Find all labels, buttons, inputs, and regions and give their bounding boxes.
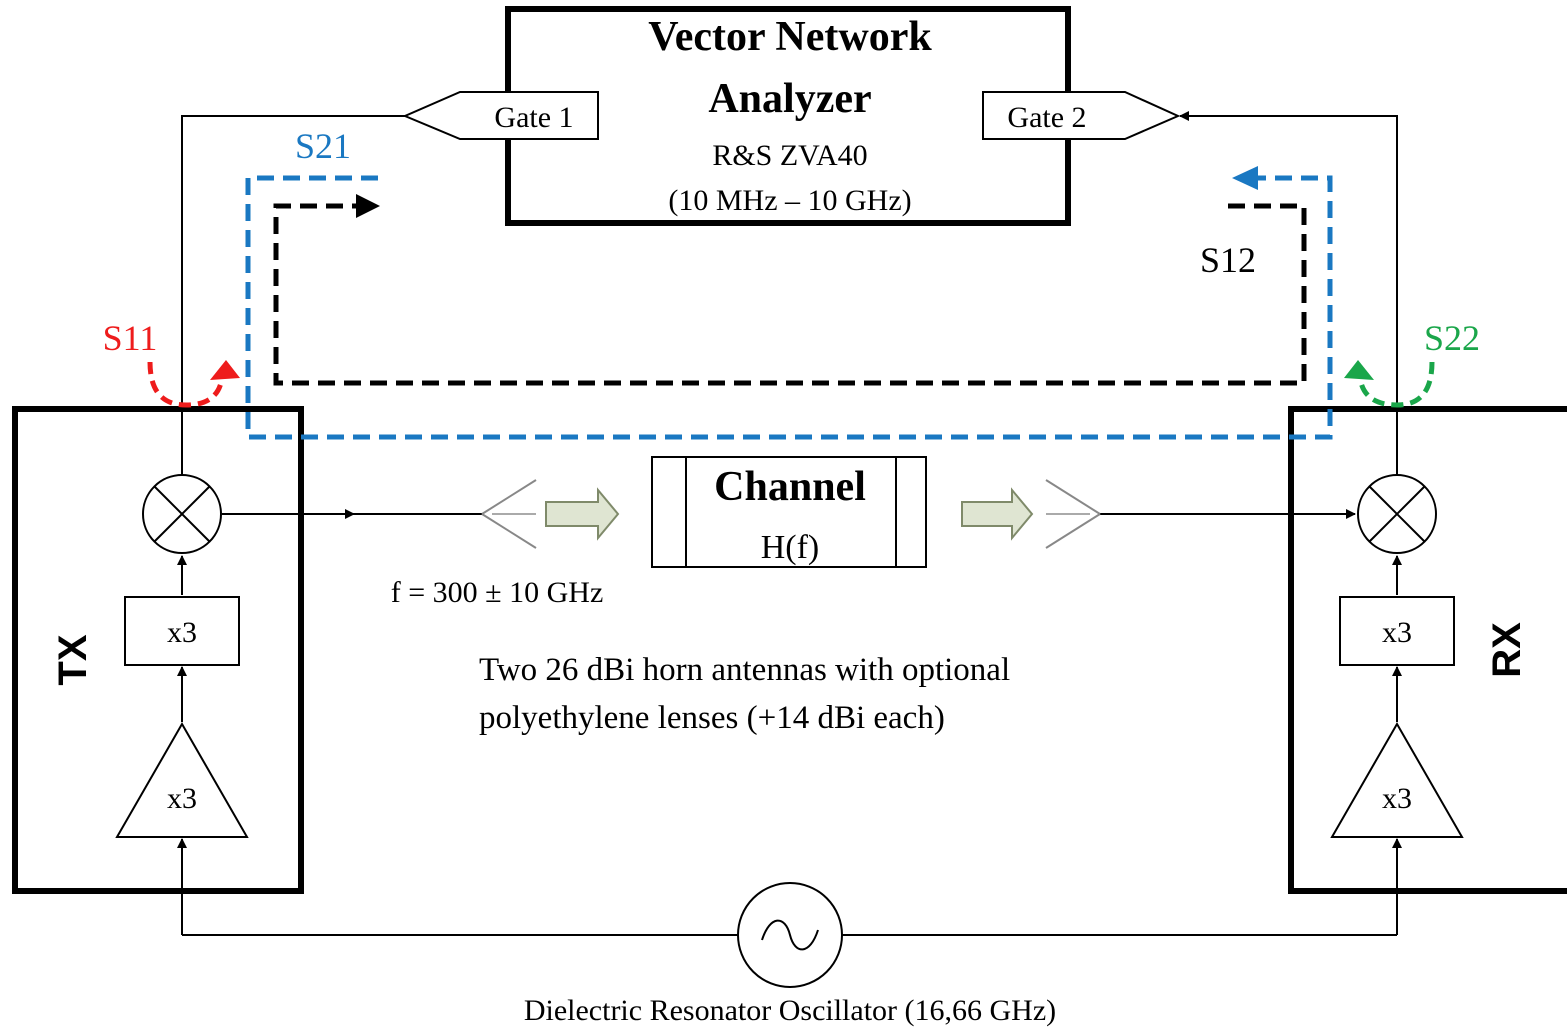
s21-label: S21 bbox=[295, 126, 351, 166]
rx-label: RX bbox=[1485, 622, 1529, 678]
dielectric-resonator-oscillator-icon bbox=[737, 882, 843, 988]
gate-2-port: Gate 2 bbox=[982, 91, 1181, 140]
gate-1-port: Gate 1 bbox=[402, 91, 599, 140]
vna-frequency-range: (10 MHz – 10 GHz) bbox=[668, 184, 911, 217]
gate-2-label: Gate 2 bbox=[1007, 101, 1086, 134]
s12-path bbox=[273, 194, 1307, 386]
tx-frequency-multiplier: x3 bbox=[124, 596, 240, 666]
rx-amplifier-label: x3 bbox=[1382, 782, 1412, 815]
tx-horn-antenna-icon bbox=[481, 479, 537, 549]
s22-reflection-arrow bbox=[1344, 360, 1435, 408]
tx-block-arrow-icon bbox=[545, 487, 620, 541]
rx-module: RX x3 x3 bbox=[1288, 406, 1567, 894]
s21-path bbox=[245, 166, 1333, 440]
vna-model: R&S ZVA40 bbox=[712, 139, 867, 172]
wire-gate1-to-tx-mixer bbox=[177, 115, 405, 487]
vector-network-analyzer: Vector Network Analyzer R&S ZVA40 (10 MH… bbox=[505, 6, 1071, 226]
s12-label: S12 bbox=[1200, 240, 1256, 280]
tx-amplifier-label: x3 bbox=[167, 782, 197, 815]
s22-label: S22 bbox=[1424, 318, 1480, 358]
channel-transfer-function: H(f) bbox=[761, 529, 820, 566]
tx-label: TX bbox=[51, 634, 95, 685]
tx-multiplier-label: x3 bbox=[167, 616, 197, 649]
rf-frequency-label: f = 300 ± 10 GHz bbox=[391, 576, 604, 609]
channel-block: Channel H(f) bbox=[651, 456, 927, 568]
rx-mixer bbox=[1357, 474, 1437, 554]
rx-horn-antenna-icon bbox=[1045, 479, 1101, 549]
s11-label: S11 bbox=[103, 318, 158, 358]
gate-1-label: Gate 1 bbox=[494, 101, 573, 134]
oscillator-label: Dielectric Resonator Oscillator (16,66 G… bbox=[524, 994, 1056, 1027]
antenna-note-line1: Two 26 dBi horn antennas with optional bbox=[479, 652, 1010, 688]
antenna-note-line2: polyethylene lenses (+14 dBi each) bbox=[479, 700, 945, 736]
vna-title-line1: Vector Network bbox=[648, 14, 932, 60]
tx-module: TX x3 x3 bbox=[12, 406, 304, 894]
tx-amplifier: x3 bbox=[115, 721, 249, 838]
rx-multiplier-label: x3 bbox=[1382, 616, 1412, 649]
wire-rx-mixer-to-gate2 bbox=[1179, 111, 1398, 492]
s11-reflection-arrow bbox=[147, 360, 240, 408]
vna-title-line2: Analyzer bbox=[708, 76, 871, 122]
rx-amplifier: x3 bbox=[1330, 721, 1464, 838]
signal-wires bbox=[177, 111, 1402, 936]
rx-block-arrow-icon bbox=[961, 487, 1034, 541]
rx-frequency-multiplier: x3 bbox=[1339, 596, 1455, 666]
channel-title: Channel bbox=[714, 464, 866, 510]
tx-mixer bbox=[142, 474, 222, 554]
